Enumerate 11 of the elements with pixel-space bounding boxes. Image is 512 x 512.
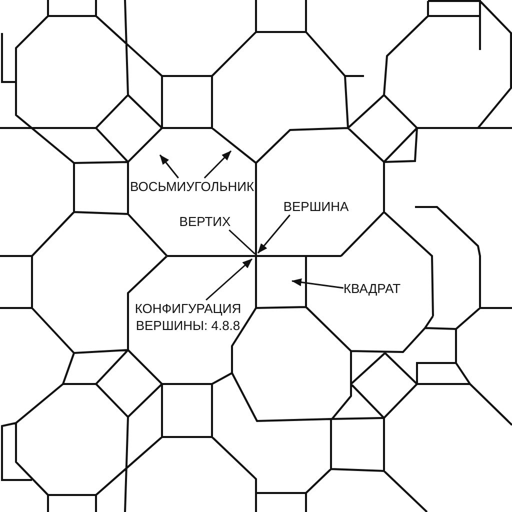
vertex-configuration-label: КОНФИГУРАЦИЯ ВЕРШИНЫ: 4.8.8 xyxy=(134,300,242,334)
vertex-label: ВЕРШИНА xyxy=(283,198,349,215)
square-label: КВАДРАТ xyxy=(343,280,401,297)
vertex-label: ВЕРТИХ xyxy=(179,213,231,230)
arrow xyxy=(292,278,344,289)
leader-line xyxy=(228,229,256,255)
arrow xyxy=(206,258,252,301)
arrow xyxy=(159,154,179,178)
arrow xyxy=(257,214,290,254)
arrow xyxy=(204,150,232,179)
octagon-label: ВОСЬМИУГОЛЬНИК xyxy=(130,178,254,195)
